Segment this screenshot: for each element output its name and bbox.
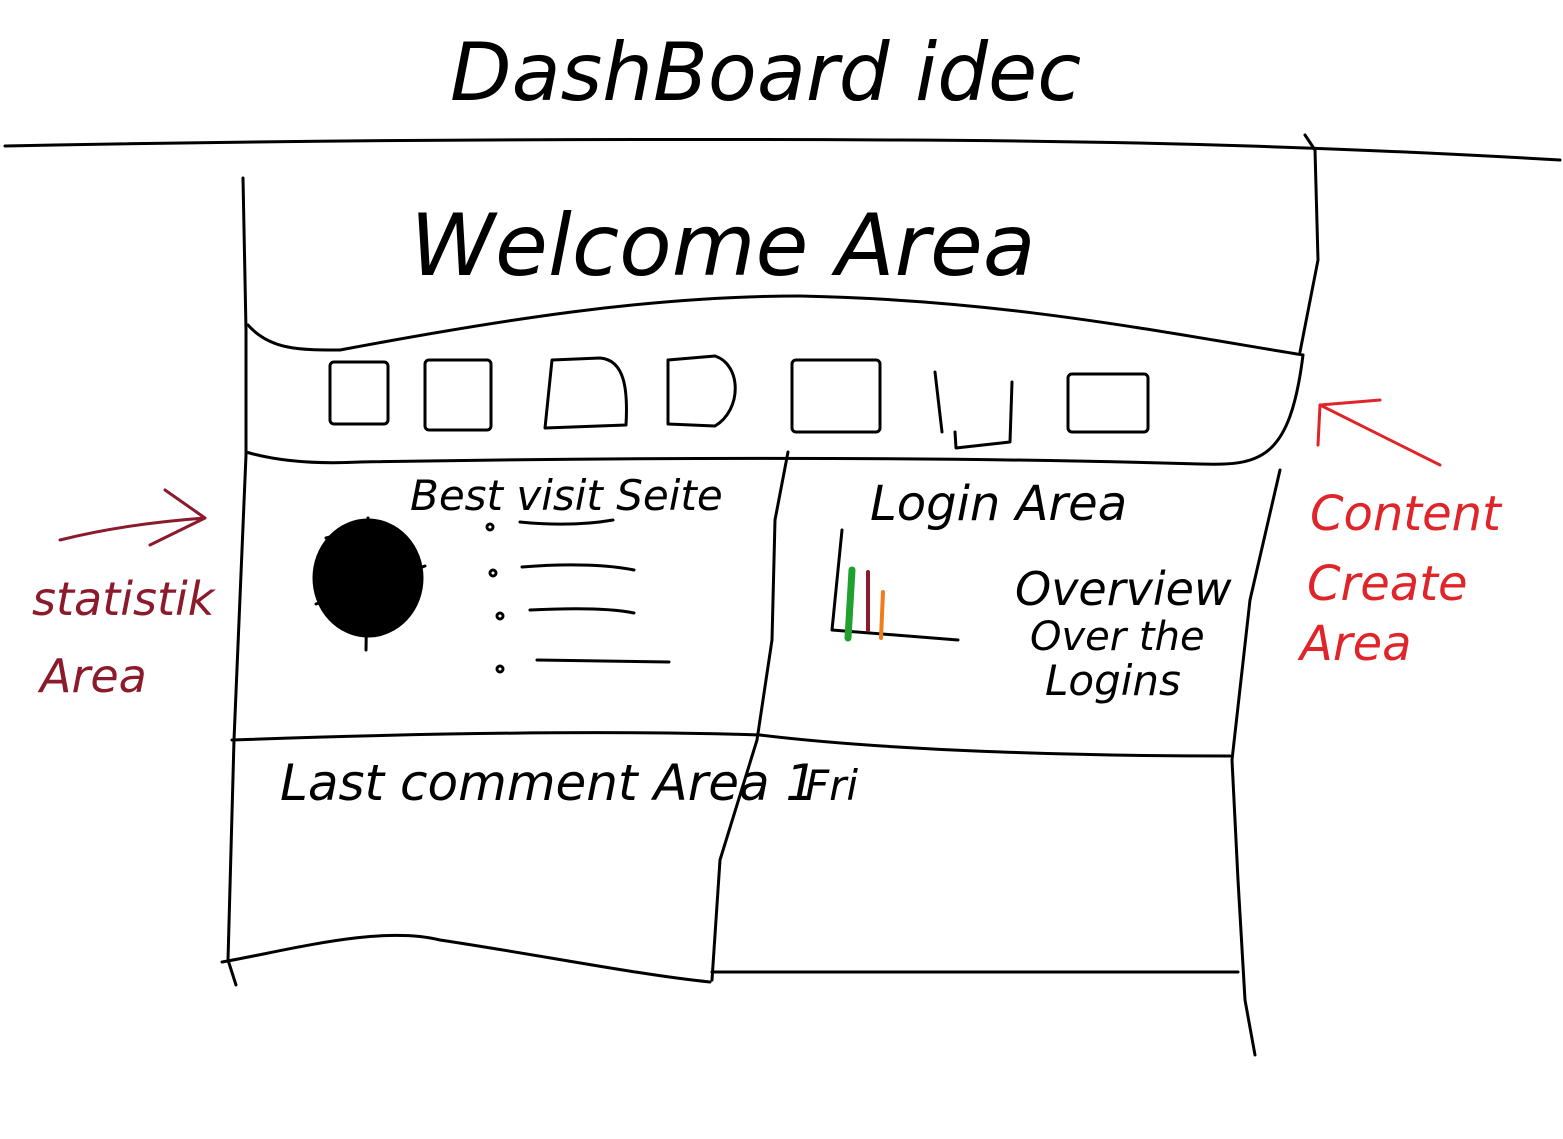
login-overview-line-3: Logins — [1045, 656, 1181, 705]
statistics-panel-title: Best visit Seite — [410, 471, 723, 520]
list-line — [528, 607, 636, 615]
fourth-panel-title: Fri — [805, 761, 858, 810]
bar-orange — [879, 590, 885, 640]
quick-button-1[interactable] — [328, 360, 390, 426]
list-bullet — [488, 568, 498, 578]
row-divider-left — [230, 731, 762, 742]
top-sites-list — [485, 518, 671, 674]
quick-button-2[interactable] — [423, 358, 493, 432]
content-annotation-line-3: Area — [1297, 616, 1412, 672]
arrow-right-icon — [58, 488, 207, 547]
list-line — [518, 518, 615, 526]
login-panel-title: Login Area — [870, 476, 1127, 532]
arrow-up-left-icon — [1316, 398, 1442, 467]
frame-bottom-left — [220, 933, 712, 984]
quick-button-6[interactable] — [933, 370, 1014, 450]
last-comment-panel-title: Last comment Area 1 — [280, 754, 817, 812]
content-create-annotation: Content Create Area — [1297, 398, 1503, 672]
welcome-area-label: Welcome Area — [410, 196, 1036, 296]
login-overview-line-1: Overview — [1015, 562, 1232, 616]
content-annotation-line-1: Content — [1310, 486, 1503, 542]
statistic-annotation-line-2: Area — [37, 649, 147, 703]
chart-axes — [830, 528, 960, 642]
login-overview-line-2: Over the — [1030, 614, 1205, 660]
page-title: DashBoard idec — [450, 26, 1081, 119]
column-divider — [710, 450, 790, 982]
statistic-annotation-line-1: statistik — [32, 572, 217, 626]
buttons-bottom-divider — [244, 353, 1305, 466]
statistic-area-annotation: statistik Area — [32, 488, 217, 703]
list-bullet — [485, 522, 495, 532]
welcome-bottom-divider — [246, 294, 1305, 357]
row-divider-right — [758, 733, 1232, 758]
list-bullet — [495, 664, 505, 674]
quick-button-7[interactable] — [1066, 372, 1150, 434]
quick-button-4[interactable] — [666, 354, 737, 428]
list-line — [535, 658, 671, 664]
list-line — [520, 563, 636, 572]
quick-button-5[interactable] — [790, 358, 882, 434]
bar-green — [844, 566, 856, 642]
quick-buttons-row — [328, 354, 1150, 450]
quick-button-3[interactable] — [543, 356, 628, 430]
content-annotation-line-2: Create — [1307, 556, 1468, 612]
title-divider — [3, 137, 1562, 162]
pie-chart — [312, 516, 427, 652]
list-bullet — [495, 611, 505, 621]
frame-left-edge — [226, 176, 248, 987]
frame-right-edge-upper — [1298, 133, 1320, 354]
frame-right-edge-lower — [1230, 468, 1282, 1057]
login-bar-chart — [830, 528, 960, 642]
